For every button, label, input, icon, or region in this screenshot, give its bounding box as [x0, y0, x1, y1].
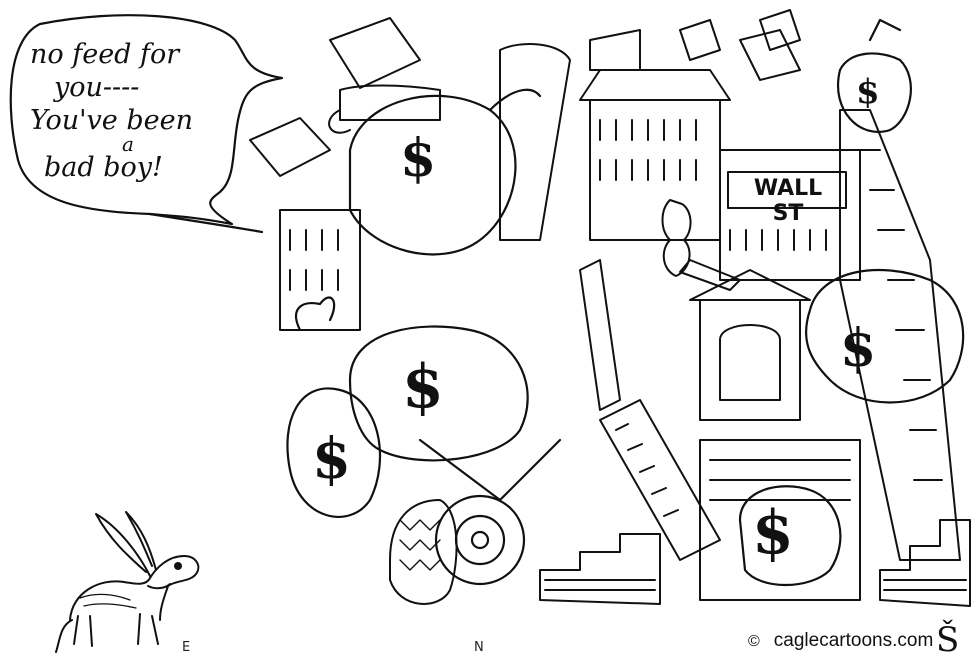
compass-e-label: E — [182, 640, 191, 655]
middle-tower — [599, 399, 721, 561]
chimney-smoke — [661, 199, 741, 291]
rooftop-houses — [679, 9, 801, 81]
money-bag-top-right — [837, 18, 912, 133]
speech-line-2: you---- — [54, 72, 140, 103]
copyright-glyph: © — [748, 633, 760, 650]
barrow-tire — [389, 499, 458, 605]
credit-url: caglecartoons.com — [773, 630, 934, 651]
money-bag-center — [348, 325, 529, 462]
money-bag-top — [348, 88, 542, 256]
dollar-sign-top-right: $ — [856, 72, 880, 112]
speech-line-4: a — [122, 132, 134, 156]
donkey — [55, 511, 200, 653]
dollar-sign-right: $ — [840, 318, 877, 379]
speech-line-3: You've been — [30, 105, 193, 136]
arched-building — [689, 269, 811, 421]
wheel — [418, 438, 562, 586]
dollar-sign-left: $ — [312, 426, 351, 492]
speech-bubble-tail — [148, 212, 264, 234]
dollar-sign-top: $ — [400, 128, 437, 189]
left-skyscraper — [249, 17, 441, 331]
dollar-sign-bottom: $ — [752, 498, 794, 568]
money-bag-bottom — [738, 485, 842, 586]
artist-signature: Š — [936, 620, 960, 660]
credit-line: © caglecartoons.com — [748, 630, 933, 652]
speech-bubble — [9, 14, 284, 226]
speech-text: no feed for you---- You've been a bad bo… — [30, 38, 240, 184]
wall-st-building — [719, 149, 861, 281]
compass-n-label: N — [474, 640, 484, 655]
columns — [328, 43, 621, 411]
right-tower — [839, 109, 961, 561]
money-bag-right — [805, 268, 965, 404]
speech-line-5: bad boy! — [44, 152, 163, 183]
bank-building — [579, 29, 731, 241]
money-bag-left — [286, 296, 382, 518]
dollar-sign-center: $ — [402, 352, 444, 422]
speech-line-1: no feed for — [30, 39, 180, 70]
wall-st-sign: WALL ST — [753, 176, 823, 226]
